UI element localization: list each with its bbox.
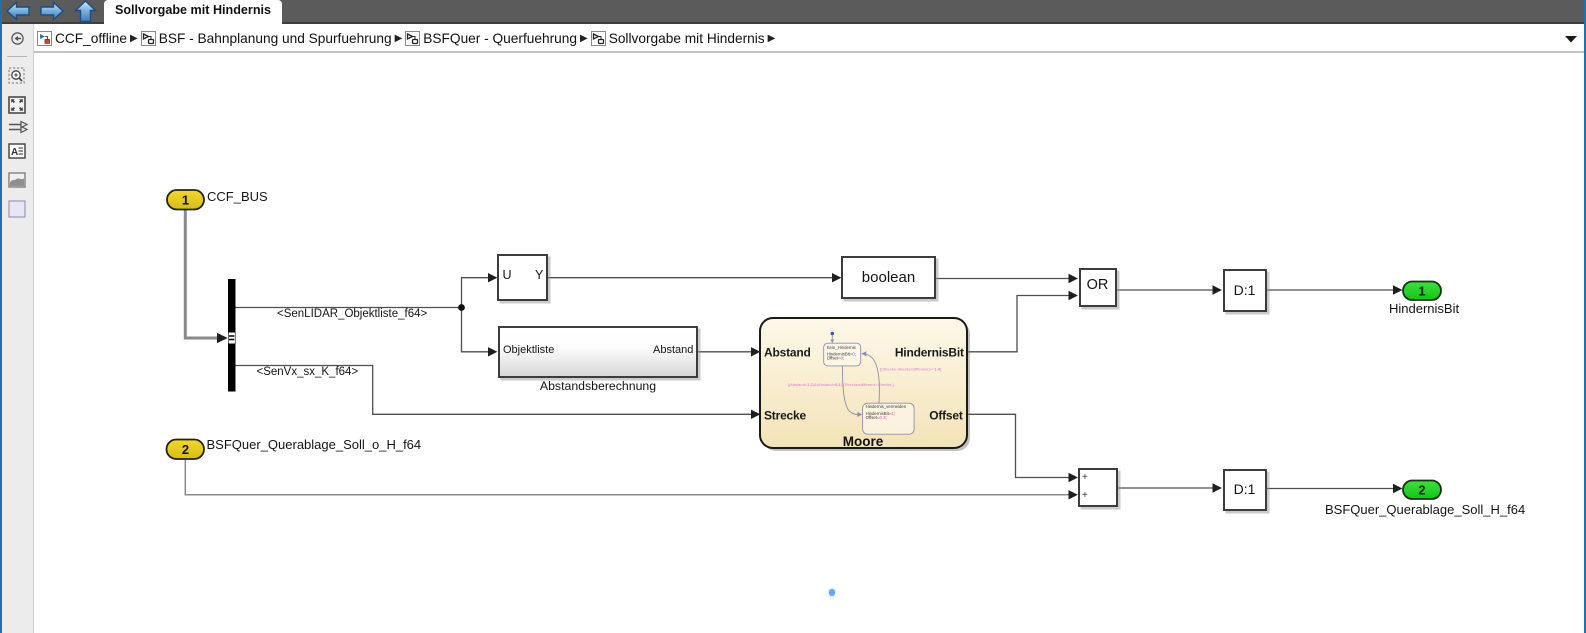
svg-text:Abstand: Abstand bbox=[764, 346, 811, 360]
svg-text:Strecke: Strecke bbox=[764, 409, 806, 423]
svg-text:Offset=0.3;: Offset=0.3; bbox=[866, 415, 887, 420]
svg-text:2: 2 bbox=[182, 442, 189, 457]
svg-text:2: 2 bbox=[1419, 484, 1426, 498]
svg-text:[(Abstand<1.2)&(Abstand>0.1)]{: [(Abstand<1.2)&(Abstand>0.1)]{Streckendi… bbox=[788, 382, 895, 387]
svg-text:1: 1 bbox=[1419, 285, 1426, 299]
svg-text:Hindernis_vermeiden: Hindernis_vermeiden bbox=[866, 404, 907, 409]
svg-text:Kein_Hindernis: Kein_Hindernis bbox=[827, 345, 856, 350]
svg-text:Offset=0;: Offset=0; bbox=[827, 355, 845, 360]
svg-text:[(Strecke-Streckendifferenz)>=: [(Strecke-Streckendifferenz)>=1.4] bbox=[880, 367, 941, 372]
svg-text:1: 1 bbox=[182, 193, 189, 208]
svg-text:HindernisBit=1;: HindernisBit=1; bbox=[866, 411, 895, 416]
svg-text:Moore: Moore bbox=[843, 434, 884, 449]
svg-text:A: A bbox=[11, 147, 18, 158]
svg-text:HindernisBit: HindernisBit bbox=[895, 346, 964, 360]
svg-text:HindernisBit=0;: HindernisBit=0; bbox=[827, 352, 856, 357]
svg-text:Offset: Offset bbox=[929, 409, 963, 423]
